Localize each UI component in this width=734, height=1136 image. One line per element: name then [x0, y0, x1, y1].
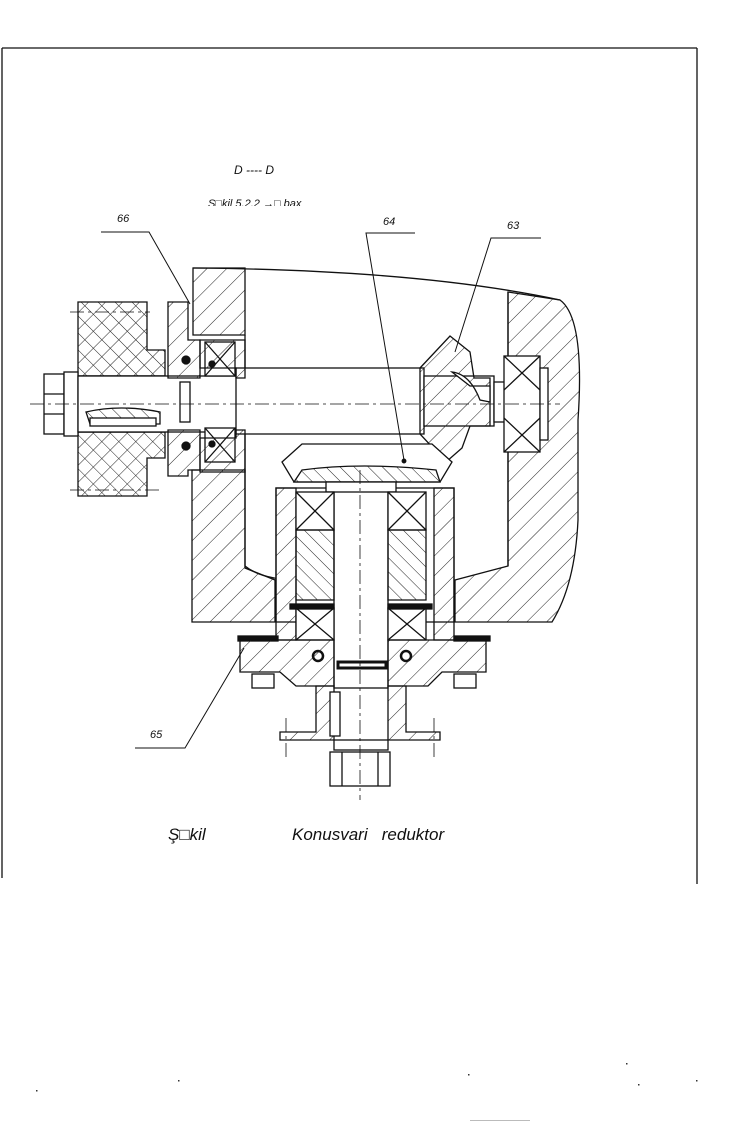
scan-specks — [36, 1063, 698, 1121]
input-shaft — [43, 301, 537, 497]
callout-65: 65 — [150, 729, 163, 741]
callout-64: 64 — [383, 216, 395, 228]
section-title: D ---- D — [234, 163, 274, 177]
callout-63: 63 — [507, 220, 520, 232]
leader-lines — [101, 231, 541, 749]
figure-caption-word: Ş□kil — [168, 825, 207, 844]
bevel-pinion — [419, 335, 549, 463]
center-lines — [30, 311, 560, 800]
bevel-gear — [281, 443, 453, 483]
page-frame — [1, 47, 698, 884]
callout-66: 66 — [117, 213, 130, 225]
figure-caption-title: Konusvari reduktor — [292, 825, 445, 844]
output-shaft — [237, 481, 491, 787]
